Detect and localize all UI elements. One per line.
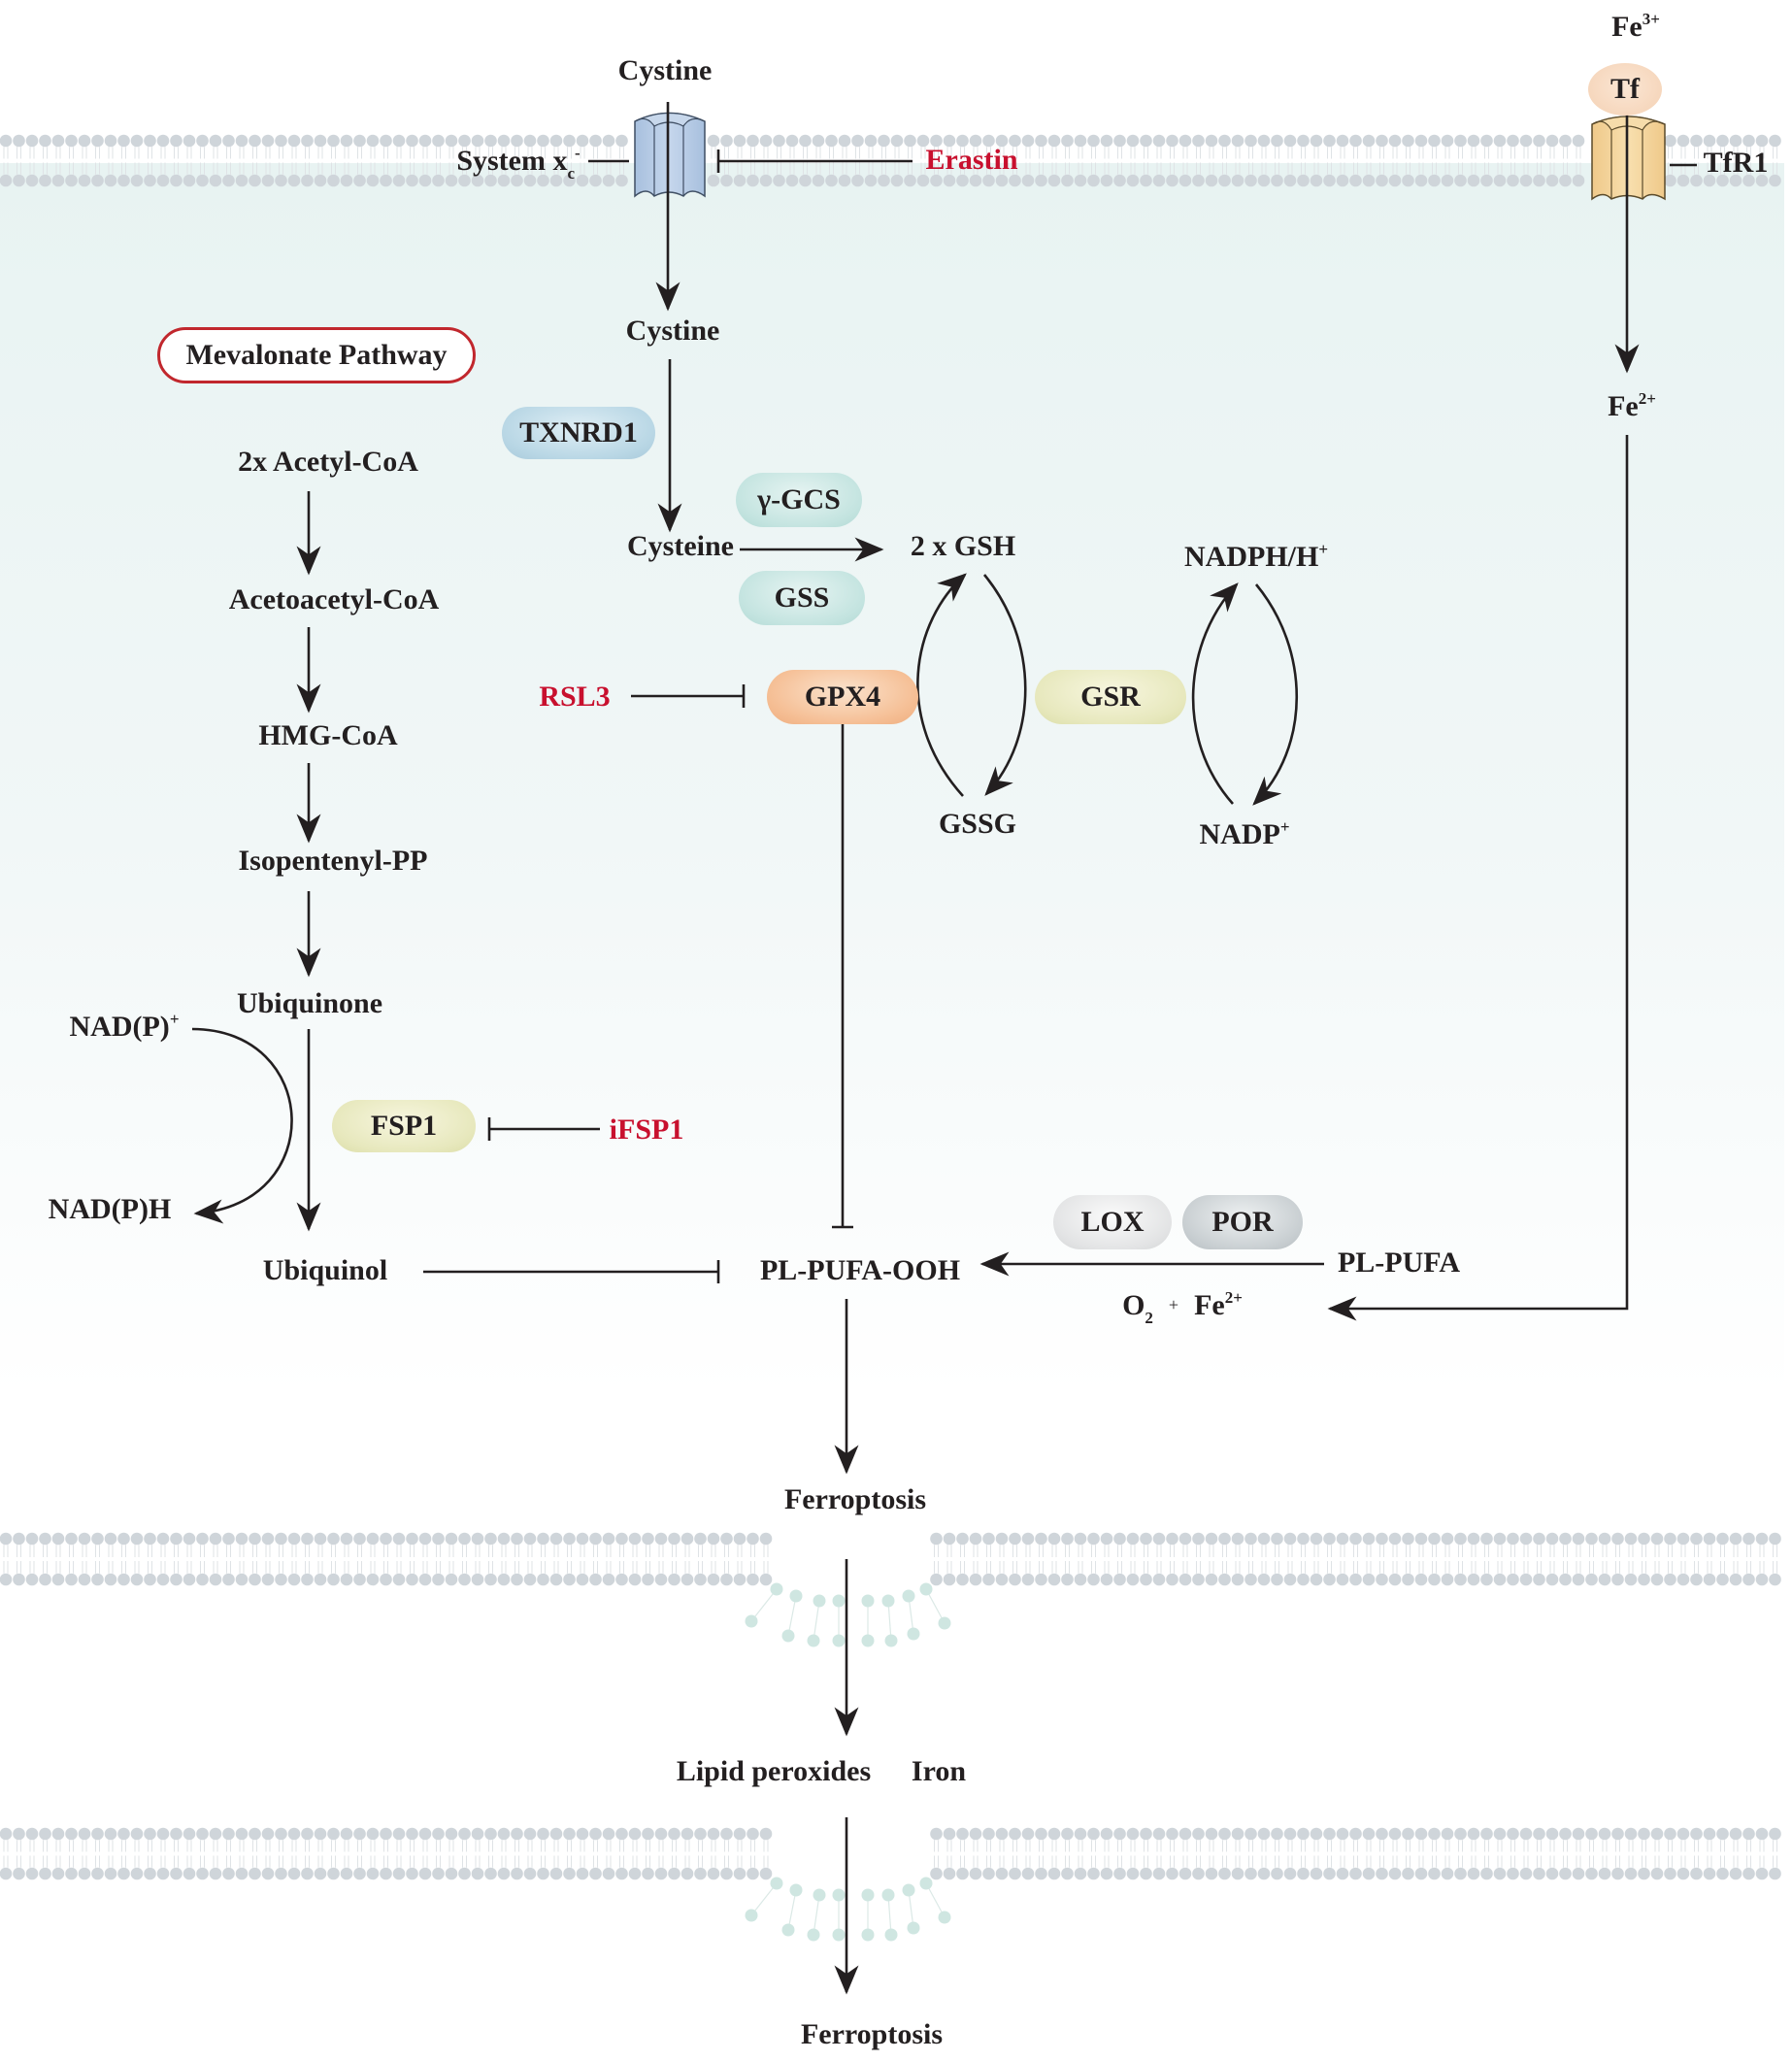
- node-cystine-inner: Cystine: [625, 315, 720, 347]
- node-nadph-h: NADPH/H+: [1183, 540, 1329, 573]
- o2-sub: 2: [1145, 1309, 1153, 1327]
- nadp-plus-text: NAD(P): [69, 1011, 170, 1043]
- tfr1-transporter[interactable]: [1591, 116, 1666, 201]
- mevalonate-pathway-title: Mevalonate Pathway: [157, 327, 476, 383]
- node-acetyl-coa: 2x Acetyl-CoA: [238, 446, 418, 478]
- node-gssg: GSSG: [938, 808, 1017, 840]
- outcome-ferroptosis-1: Ferroptosis: [783, 1483, 927, 1515]
- inhibitor-erastin: Erastin: [925, 144, 1018, 176]
- membrane-ferroptosis-1: [0, 1532, 1781, 1586]
- fe2-lipid-sup: 2+: [1224, 1288, 1243, 1307]
- system-xc-sup: -: [575, 144, 581, 162]
- membrane-ferroptosis-2: [0, 1827, 1781, 1880]
- enzyme-gsr[interactable]: GSR: [1035, 670, 1186, 724]
- node-pl-pufa: PL-PUFA: [1337, 1247, 1461, 1279]
- label-system-xc: System xc -: [456, 144, 581, 182]
- fe3-sup: 3+: [1642, 10, 1660, 28]
- enzyme-gamma-gcs[interactable]: γ-GCS: [736, 473, 862, 527]
- arrow-nadp-cycle: [191, 1027, 293, 1224]
- nadp-plus-sup: +: [169, 1010, 180, 1028]
- label-tfr1: TfR1: [1703, 147, 1769, 179]
- system-xc-transporter[interactable]: [634, 112, 706, 198]
- fe3-text: Fe: [1611, 11, 1643, 43]
- node-gsh: 2 x GSH: [910, 530, 1016, 562]
- outcome-lipid-peroxides: Lipid peroxides: [676, 1755, 872, 1787]
- node-fe2: Fe2+: [1608, 389, 1656, 422]
- arrow-gssg-to-gsh: [916, 573, 967, 797]
- plasma-membrane-top: [0, 134, 1781, 187]
- node-tf[interactable]: Tf: [1588, 63, 1662, 116]
- system-xc-text: System x: [456, 145, 568, 177]
- node-pl-pufa-ooh: PL-PUFA-OOH: [759, 1254, 961, 1286]
- node-cysteine: Cysteine: [627, 530, 734, 562]
- arrow-nadp-to-nadph: [1191, 582, 1239, 805]
- membrane-pore-1: [745, 1582, 951, 1647]
- arrow-nadph-to-nadp: [1252, 583, 1298, 806]
- label-nadp-plus: NAD(P)+: [69, 1010, 180, 1043]
- fe2-text: Fe: [1608, 390, 1639, 422]
- inhibitor-rsl3: RSL3: [539, 681, 611, 713]
- node-isopentenyl-pp: Isopentenyl-PP: [238, 845, 428, 877]
- membrane-pore-2: [745, 1877, 951, 1942]
- nadp-sup: +: [1279, 817, 1290, 836]
- enzyme-gss[interactable]: GSS: [739, 571, 865, 625]
- enzyme-por[interactable]: POR: [1182, 1195, 1303, 1249]
- outcome-ferroptosis-2: Ferroptosis: [800, 2018, 944, 2050]
- inhibitor-ifsp1: iFSP1: [609, 1114, 684, 1146]
- label-cystine-outer: Cystine: [617, 54, 713, 86]
- label-fe3: Fe3+: [1611, 10, 1660, 43]
- enzyme-gpx4[interactable]: GPX4: [767, 670, 918, 724]
- nadp-text: NADP: [1199, 818, 1280, 850]
- enzyme-lox[interactable]: LOX: [1053, 1195, 1172, 1249]
- nadph-text: NADPH/H: [1183, 541, 1319, 573]
- enzyme-txnrd1[interactable]: TXNRD1: [502, 407, 655, 459]
- outcome-iron: Iron: [911, 1755, 967, 1787]
- node-ubiquinol: Ubiquinol: [262, 1254, 388, 1286]
- label-o2-fe2: O2+Fe2+: [1122, 1288, 1243, 1326]
- o2-text: O: [1122, 1289, 1145, 1321]
- node-ubiquinone: Ubiquinone: [236, 987, 383, 1019]
- system-xc-sub: c: [567, 164, 576, 183]
- node-hmg-coa: HMG-CoA: [258, 719, 398, 751]
- enzyme-fsp1[interactable]: FSP1: [332, 1100, 476, 1152]
- arrow-fe2-to-lipid: [1327, 435, 1629, 1321]
- fe2-lipid-text: Fe: [1194, 1289, 1225, 1321]
- node-acetoacetyl-coa: Acetoacetyl-CoA: [228, 583, 440, 615]
- plus-sign: +: [1168, 1295, 1179, 1314]
- fe2-sup: 2+: [1638, 389, 1656, 408]
- label-nadph: NAD(P)H: [48, 1193, 172, 1225]
- membranes: [0, 134, 1781, 1942]
- arrow-gsh-to-gssg: [982, 574, 1027, 796]
- node-nadp: NADP+: [1199, 817, 1290, 850]
- nadph-sup: +: [1318, 540, 1329, 558]
